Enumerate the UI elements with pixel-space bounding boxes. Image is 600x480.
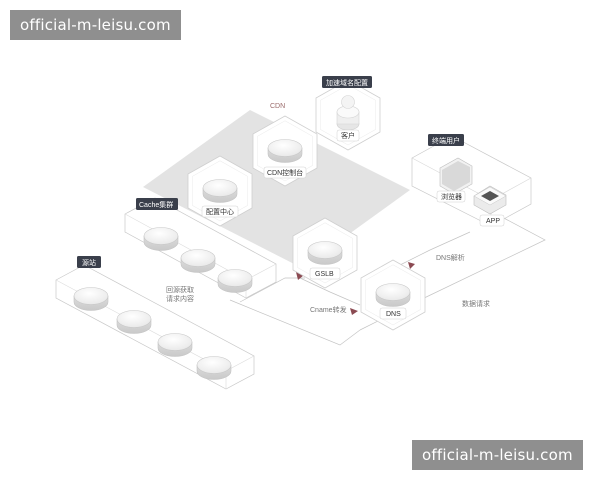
origin-tag: 源站 bbox=[77, 256, 101, 268]
cache-cluster-tag: Cache集群 bbox=[136, 198, 178, 210]
browser-icon bbox=[439, 157, 473, 195]
dns-label: DNS bbox=[386, 311, 401, 318]
end-user-group: 浏览器 APP bbox=[411, 135, 532, 227]
fetch-back-label: 回源获取 bbox=[166, 285, 194, 294]
dns-resolve-label: DNS解析 bbox=[436, 253, 465, 262]
app-device-icon bbox=[473, 185, 507, 215]
gslb-node: GSLB bbox=[292, 217, 358, 289]
arrow-icon bbox=[408, 262, 415, 269]
config-center-label: 配置中心 bbox=[206, 207, 234, 216]
end-user-tag: 终端用户 bbox=[428, 134, 464, 146]
customer-node: 客户 bbox=[315, 79, 381, 151]
dns-node: DNS bbox=[360, 259, 426, 331]
cdn-console-label: CDN控制台 bbox=[267, 168, 303, 177]
cache-cluster-label: Cache集群 bbox=[139, 200, 173, 209]
data-request-label: 数据请求 bbox=[462, 299, 490, 308]
browser-label: 浏览器 bbox=[441, 192, 462, 201]
gslb-label: GSLB bbox=[315, 271, 334, 278]
app-label: APP bbox=[486, 218, 500, 225]
arrow-icon bbox=[296, 272, 304, 280]
customer-label: 客户 bbox=[341, 131, 355, 140]
cdn-console-node: CDN控制台 bbox=[252, 115, 318, 187]
cdn-label: CDN bbox=[270, 103, 285, 110]
request-content-label: 请求内容 bbox=[166, 294, 194, 303]
speed-domain-config-label: 加速域名配置 bbox=[326, 78, 368, 87]
arrow-icon bbox=[350, 308, 358, 315]
end-user-label: 终端用户 bbox=[432, 136, 460, 145]
watermark-bottom: official-m-leisu.com bbox=[412, 440, 583, 470]
person-icon bbox=[336, 95, 360, 131]
speed-domain-config-tag: 加速域名配置 bbox=[322, 76, 372, 88]
watermark-top: official-m-leisu.com bbox=[10, 10, 181, 40]
origin-label: 源站 bbox=[82, 258, 96, 267]
cname-forward-label: Cname转发 bbox=[310, 305, 347, 314]
config-center-node: 配置中心 bbox=[187, 155, 253, 227]
